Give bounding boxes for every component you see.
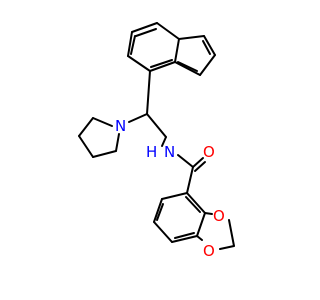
bond-nh-carbonyl [177, 154, 194, 168]
bond [203, 35, 216, 56]
amide-nitrogen-hydrogen-label: H [146, 143, 157, 161]
bond [131, 22, 158, 33]
bond [149, 61, 176, 72]
bond [161, 192, 188, 200]
dioxole-oxygen-lower-label: O [203, 242, 215, 260]
bond-ch-pyrrolidine-n [128, 113, 148, 123]
bond [92, 150, 117, 158]
bond [115, 133, 120, 152]
bond-carbonyl-aryl [186, 166, 194, 194]
double-bond-inner [135, 28, 157, 37]
bond [174, 38, 180, 63]
molecule-drawing: N N H O O O [78, 22, 235, 260]
double-bond-carbonyl [194, 161, 206, 172]
bond [178, 35, 205, 40]
bond [174, 61, 201, 76]
bond [92, 117, 113, 127]
pyrrolidine-nitrogen-label: N [115, 117, 126, 135]
bond [199, 54, 216, 76]
bond [78, 117, 94, 137]
dioxole-ring [196, 212, 235, 250]
bond [127, 31, 133, 57]
naphthalene-ring-right [174, 35, 216, 76]
bond [156, 22, 180, 40]
bond [186, 192, 206, 214]
bond [171, 235, 198, 243]
bond [78, 135, 94, 158]
amide-nitrogen-label: N [164, 143, 175, 161]
bond [153, 198, 163, 223]
bond [196, 235, 203, 241]
double-bond-inner [150, 59, 173, 68]
carbonyl-oxygen-label: O [203, 143, 215, 161]
dioxole-oxygen-upper-label: O [213, 207, 225, 225]
bond [204, 212, 213, 215]
bond-naphthyl-ch [146, 70, 151, 115]
naphthalene-ring-upper [127, 22, 180, 72]
bond-ch2-nh [161, 136, 167, 147]
bond [153, 221, 173, 243]
double-bond-inner [185, 196, 201, 213]
bond [196, 212, 206, 237]
benzene-ring [153, 192, 206, 243]
bond [127, 55, 151, 72]
bond [219, 245, 235, 250]
bond-ch-ch2 [146, 113, 167, 138]
double-bond-inner [174, 232, 195, 239]
pyrrolidine-ring [78, 117, 120, 158]
double-bond-inner [130, 35, 136, 55]
structure-canvas: N N H O O O [78, 22, 235, 260]
double-bond-inner [202, 40, 211, 55]
double-bond-inner [156, 203, 164, 221]
bond [228, 219, 235, 247]
double-bond-inner [177, 61, 198, 72]
bond-carbonyl-o [192, 157, 204, 168]
